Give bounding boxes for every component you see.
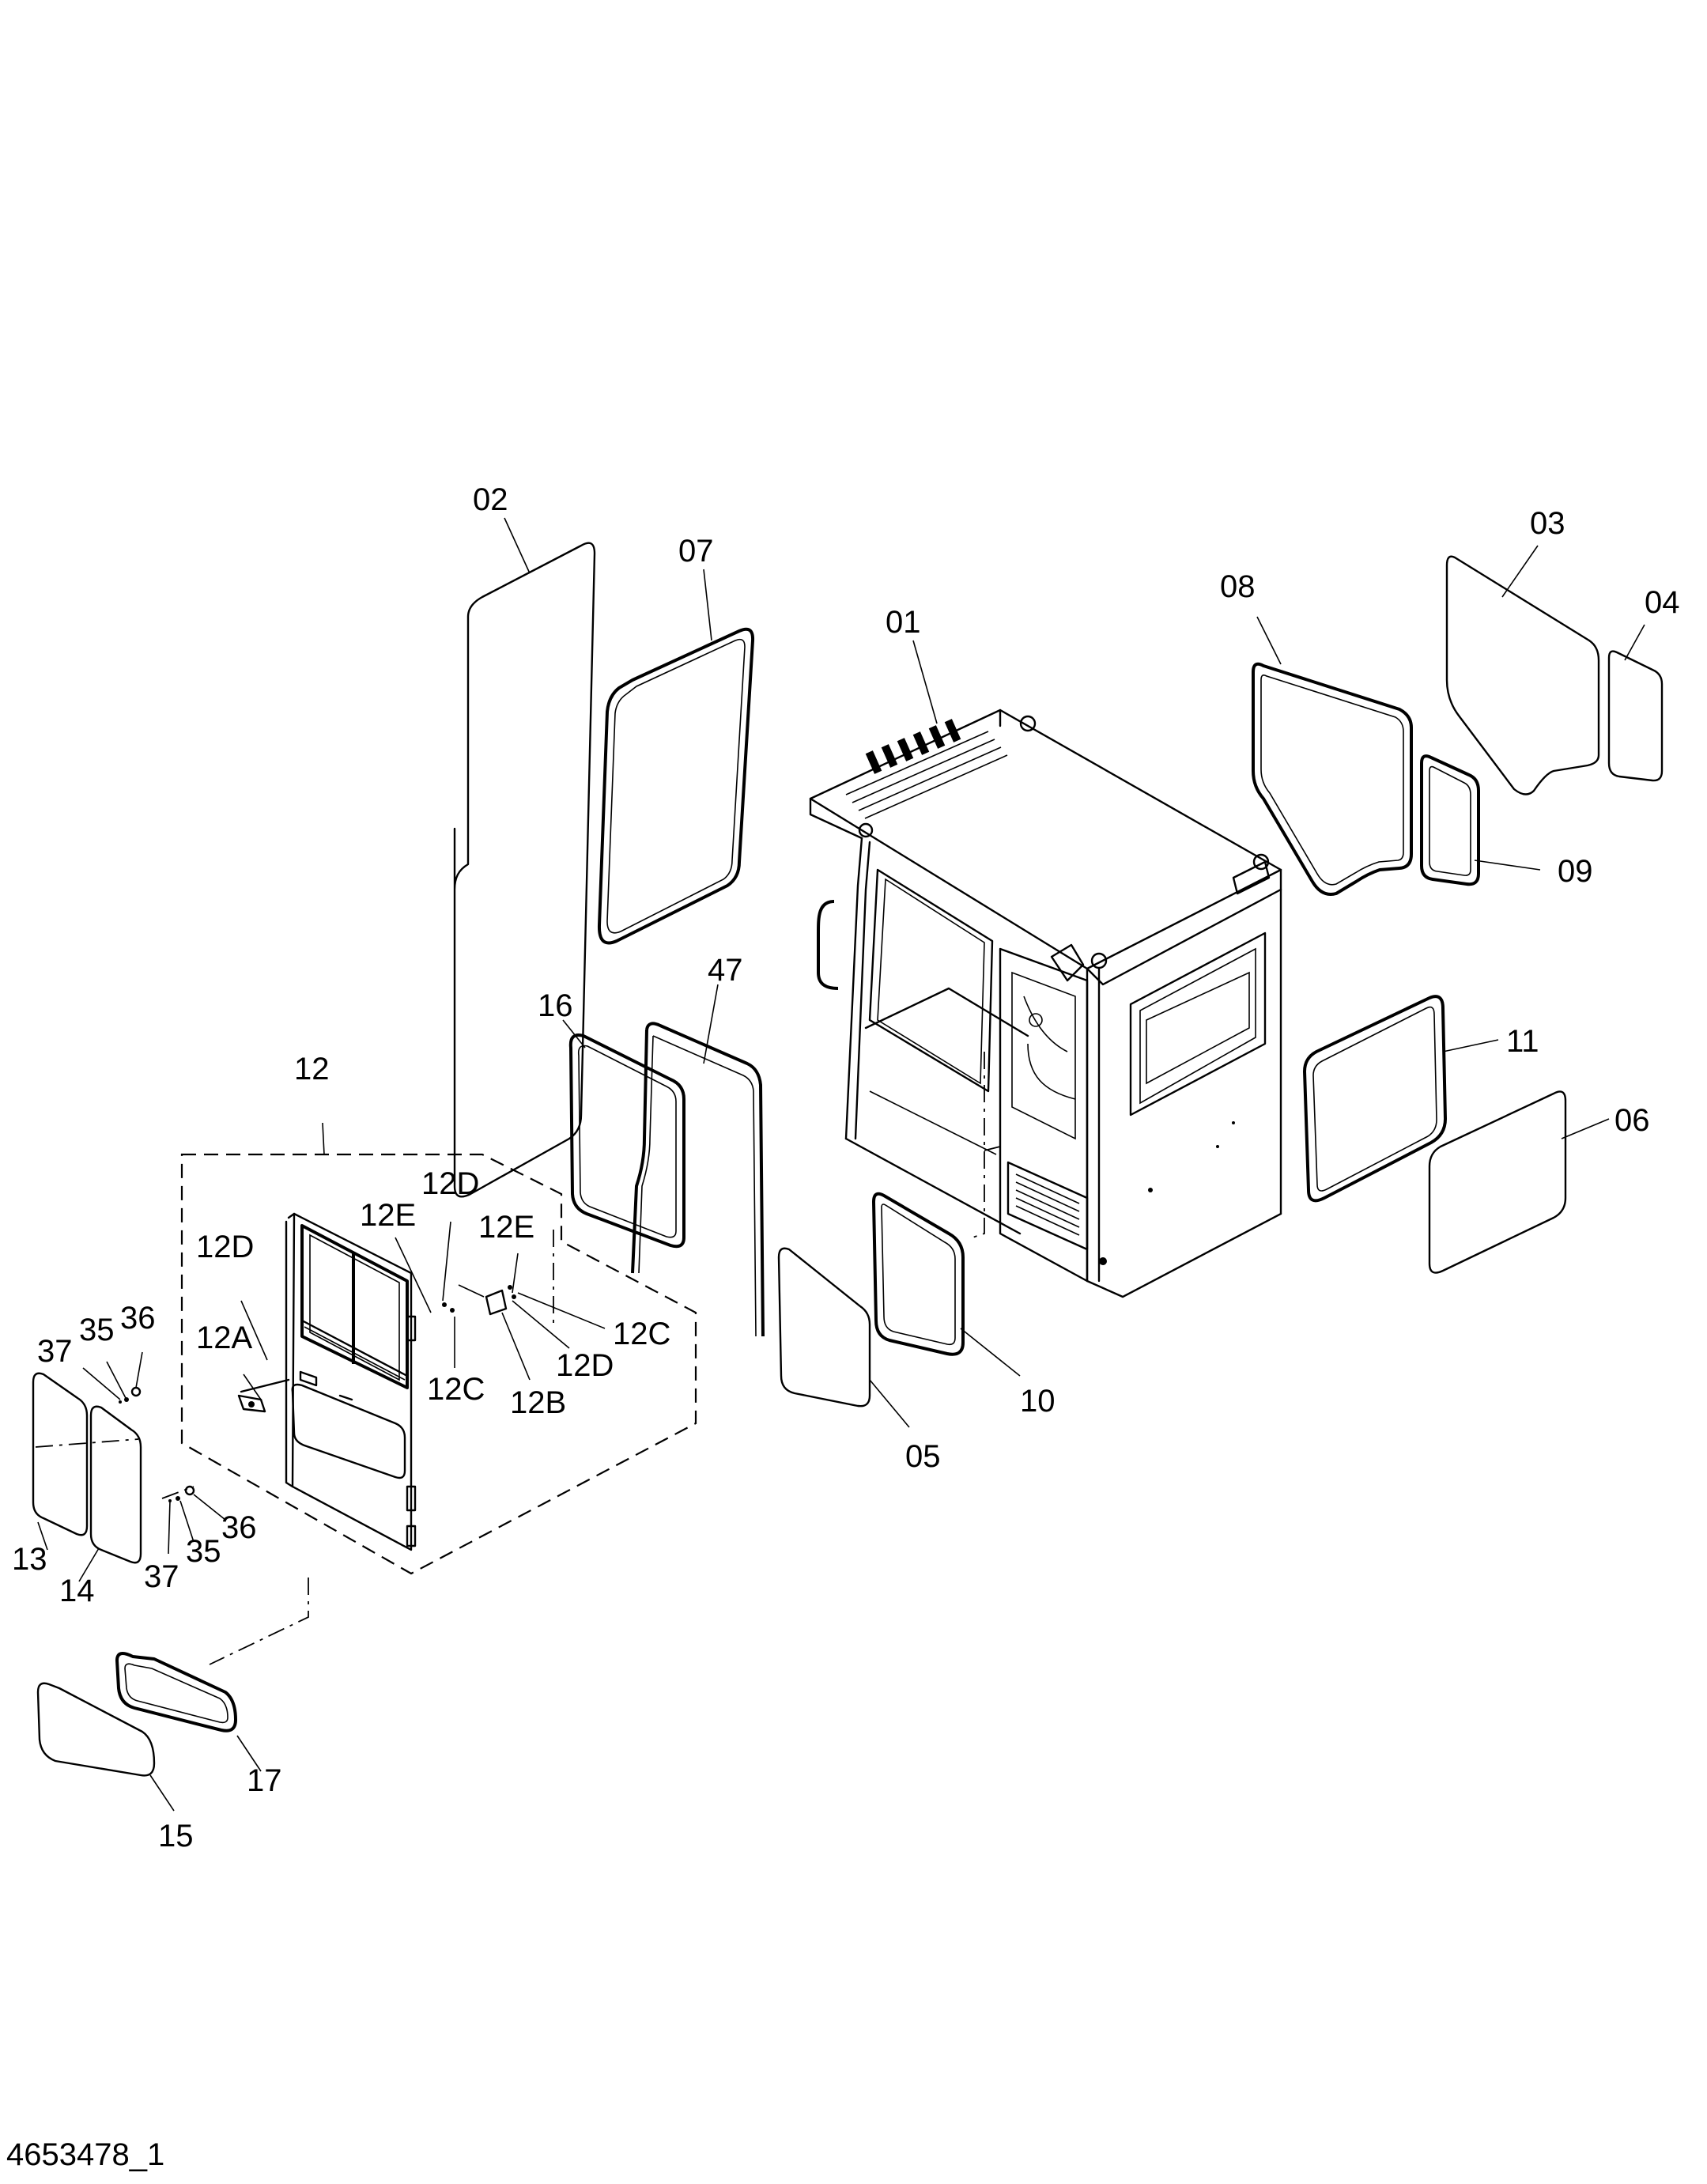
cab-body-part-01	[809, 708, 1282, 1298]
callout-12B: 12B	[510, 1385, 566, 1420]
callout-01: 01	[886, 605, 921, 640]
seal-part-10	[872, 1192, 965, 1356]
callout-12E-right: 12E	[478, 1210, 534, 1245]
callout-47: 47	[708, 953, 743, 988]
glass-part-13	[32, 1372, 89, 1536]
callout-12D-top: 12D	[421, 1166, 479, 1201]
callout-13: 13	[12, 1542, 47, 1577]
seal-strip-part-47	[631, 1022, 765, 1337]
callout-05: 05	[905, 1439, 941, 1474]
door-assembly-part-12	[180, 1153, 697, 1575]
glass-part-04	[1607, 650, 1664, 782]
glass-part-15	[36, 1682, 156, 1777]
callout-10: 10	[1020, 1384, 1056, 1419]
leader-lines	[37, 517, 1645, 1812]
seal-part-16	[568, 1033, 685, 1249]
callout-12D-bottom: 12D	[556, 1348, 614, 1383]
seal-part-11	[1303, 995, 1447, 1203]
callout-07: 07	[678, 534, 714, 569]
callout-16: 16	[538, 988, 573, 1023]
callout-03: 03	[1530, 506, 1565, 541]
callout-36-top: 36	[120, 1301, 156, 1336]
glass-part-05	[777, 1247, 871, 1408]
callout-04: 04	[1645, 585, 1680, 620]
callout-36-bottom: 36	[221, 1510, 257, 1545]
callout-11: 11	[1506, 1024, 1539, 1059]
callout-12C-right: 12C	[613, 1317, 670, 1351]
callout-12E-left: 12E	[360, 1198, 416, 1233]
callout-02: 02	[473, 482, 508, 517]
callout-17: 17	[247, 1763, 282, 1798]
callout-37-top: 37	[37, 1334, 73, 1369]
callout-12: 12	[294, 1052, 330, 1086]
seal-part-09	[1420, 754, 1480, 886]
seal-part-07	[597, 627, 755, 945]
callout-09: 09	[1558, 854, 1593, 889]
callout-14: 14	[59, 1574, 95, 1608]
callout-labels: 02 07 01 03 04 08 09 11 06 10 05 47 16 1…	[12, 482, 1680, 1853]
seal-part-17	[115, 1652, 237, 1732]
callout-12A: 12A	[196, 1321, 252, 1355]
callout-12D-left: 12D	[196, 1230, 254, 1264]
callout-12C-left: 12C	[427, 1372, 485, 1407]
glass-part-06	[1428, 1090, 1567, 1274]
assembly-lines	[35, 1052, 1001, 1665]
fasteners-35-36-37	[119, 1386, 195, 1502]
callout-37-bottom: 37	[144, 1559, 179, 1594]
callout-08: 08	[1220, 569, 1256, 604]
callout-35-top: 35	[79, 1313, 115, 1347]
glass-part-02	[453, 542, 596, 1198]
glass-part-03	[1445, 555, 1600, 795]
callout-15: 15	[158, 1819, 194, 1853]
seal-part-08	[1252, 662, 1413, 896]
callout-35-bottom: 35	[186, 1534, 221, 1569]
glass-part-14	[89, 1405, 142, 1564]
callout-06: 06	[1614, 1103, 1650, 1138]
drawing-id: 4653478_1	[6, 2137, 164, 2172]
